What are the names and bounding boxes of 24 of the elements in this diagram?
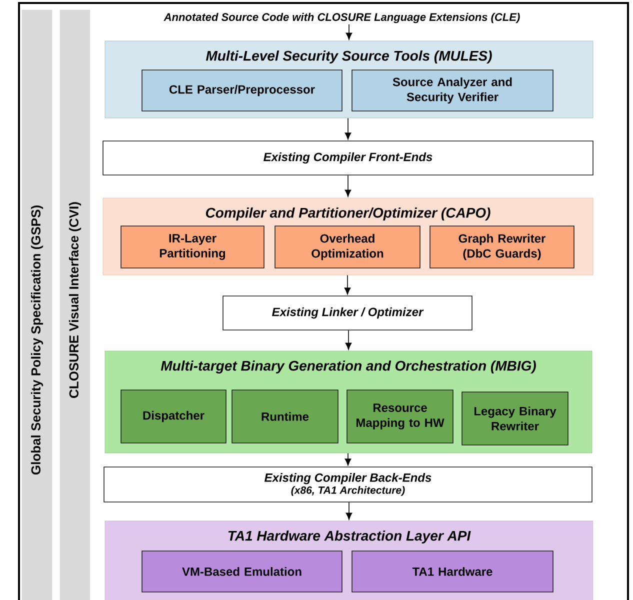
- component-box: Dispatcher: [120, 390, 226, 444]
- arrow: [344, 118, 352, 140]
- stage-box: Existing Linker / Optimizer: [222, 296, 472, 330]
- arrow: [344, 452, 352, 466]
- arrow: [344, 174, 352, 197]
- component-box: Graph Rewriter (DbC Guards): [430, 226, 574, 268]
- component-box: Source Analyzer and Security Verifier: [352, 70, 554, 112]
- component-box: TA1 Hardware: [352, 550, 554, 592]
- component-box: Resource Mapping to HW: [346, 390, 454, 444]
- component-box: Runtime: [232, 390, 338, 444]
- stage-box: Existing Compiler Front-Ends: [102, 140, 594, 176]
- arrow: [346, 24, 352, 40]
- component-box: IR-Layer Partitioning: [120, 226, 264, 268]
- input-text: Annotated Source Code with CLOSURE Language Extensions (CLE): [164, 12, 520, 24]
- stage-box: Existing Compiler Back-Ends (x86, TA1 Architecture): [104, 466, 592, 502]
- side-band: Global Security Policy Specification (GSPS): [22, 10, 52, 600]
- component-box: CLE Parser/Preprocessor: [142, 70, 342, 112]
- arrow: [345, 330, 352, 350]
- component-box: Legacy Binary Rewriter: [462, 392, 568, 446]
- arrow: [344, 274, 351, 295]
- side-band: CLOSURE Visual Interface (CVI): [60, 10, 90, 600]
- component-box: VM-Based Emulation: [142, 550, 342, 592]
- arrow: [346, 502, 352, 520]
- component-box: Overhead Optimization: [274, 226, 420, 268]
